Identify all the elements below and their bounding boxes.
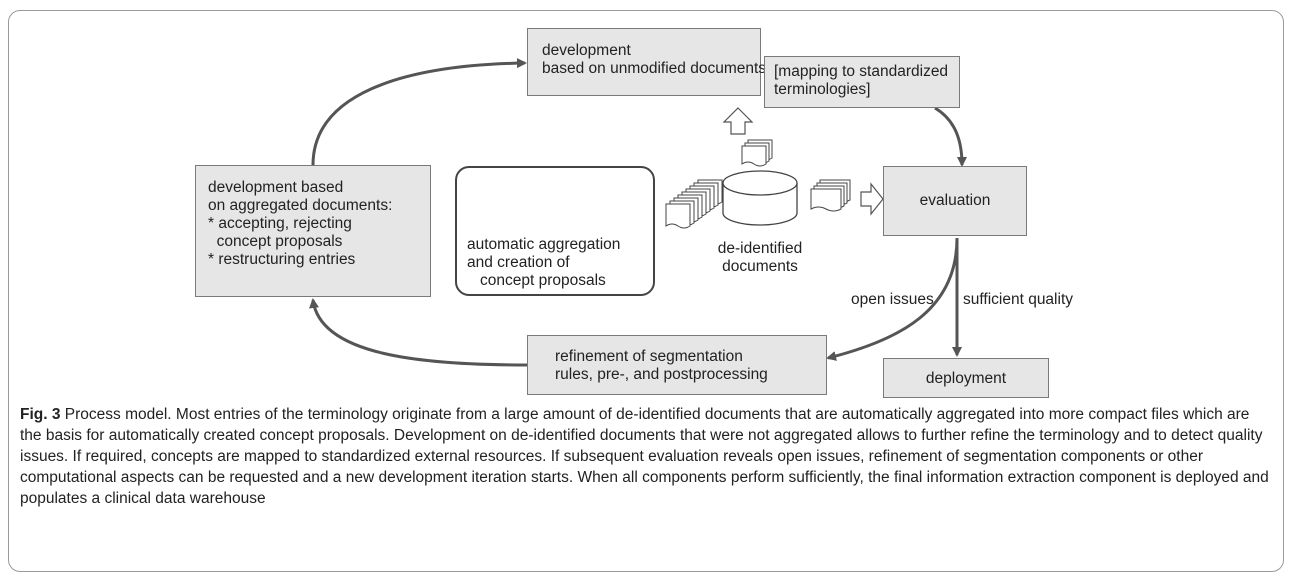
- database-label-line: documents: [722, 258, 798, 275]
- aggregation-line: concept proposals: [480, 272, 606, 289]
- database-icon: [722, 170, 798, 226]
- document-stack-right-icon: [810, 179, 851, 212]
- box-development-aggregated: development based on aggregated document…: [195, 165, 431, 297]
- caption-text: Process model. Most entries of the termi…: [20, 406, 1269, 507]
- box-deployment: deployment: [883, 358, 1049, 398]
- document-stack-left-icon: [665, 179, 723, 229]
- document-stack-top-icon: [741, 139, 773, 167]
- aggregation-box: [455, 166, 655, 296]
- sufficient-quality-label: sufficient quality: [963, 291, 1073, 308]
- aggregation-text: automatic aggregation and creation of co…: [467, 236, 620, 290]
- figure-caption: Fig. 3 Process model. Most entries of th…: [20, 404, 1272, 509]
- arrow-aggregated-to-unmodified: [311, 58, 527, 166]
- arrow-refinement-to-aggregated: [309, 298, 528, 367]
- box-line: based on unmodified documents: [542, 60, 767, 77]
- box-line: terminologies]: [774, 81, 871, 98]
- arrow-mapping-to-evaluation: [934, 106, 967, 167]
- box-line: * restructuring entries: [208, 251, 356, 268]
- box-mapping-terminologies: [mapping to standardized terminologies]: [764, 56, 960, 108]
- box-line: development based: [208, 179, 344, 196]
- box-line: deployment: [925, 370, 1007, 387]
- aggregation-line: automatic aggregation: [467, 236, 621, 253]
- box-line: concept proposals: [208, 233, 343, 250]
- aggregation-line: and creation of: [467, 254, 570, 271]
- box-line: * accepting, rejecting: [208, 215, 352, 232]
- up-arrow-icon: [722, 107, 754, 135]
- box-line: refinement of segmentation: [555, 348, 743, 365]
- arrow-evaluation-to-refinement: [826, 237, 959, 361]
- open-issues-label: open issues: [851, 291, 934, 308]
- figure-label: Fig. 3: [20, 406, 61, 423]
- box-refinement: refinement of segmentation rules, pre-, …: [527, 335, 827, 395]
- database-label: de-identified documents: [712, 240, 808, 276]
- box-line: on aggregated documents:: [208, 197, 393, 214]
- box-evaluation: evaluation: [883, 166, 1027, 236]
- box-line: development: [542, 42, 631, 59]
- box-development-unmodified: development based on unmodified document…: [527, 28, 767, 96]
- box-line: rules, pre-, and postprocessing: [555, 366, 768, 383]
- database-label-line: de-identified: [717, 240, 803, 257]
- right-arrow-icon: [860, 182, 884, 216]
- box-line: [mapping to standardized: [774, 63, 949, 80]
- box-line: evaluation: [919, 192, 991, 209]
